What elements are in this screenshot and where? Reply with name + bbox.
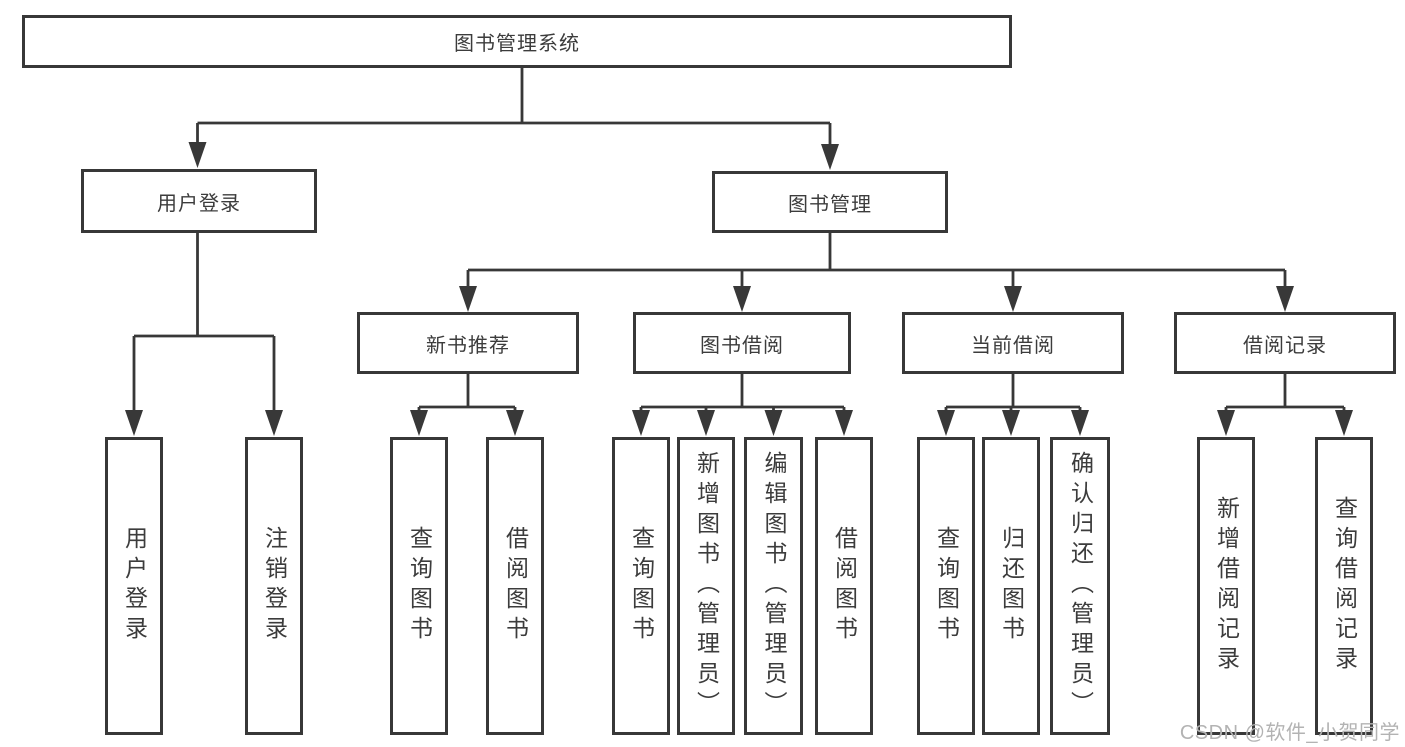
node-root: 图书管理系统 — [22, 15, 1012, 68]
leaf-query-books-current: 查询图书 — [917, 437, 975, 735]
leaf-label: 查询借阅记录 — [1331, 496, 1358, 676]
node-user-login: 用户登录 — [81, 169, 317, 233]
arrow-down-icon — [937, 410, 955, 436]
leaf-confirm-return-admin: 确认归还（管理员） — [1050, 437, 1110, 735]
arrow-down-icon — [410, 410, 428, 436]
arrow-down-icon — [1217, 410, 1235, 436]
leaf-label: 查询图书 — [406, 526, 433, 646]
arrow-down-icon — [125, 410, 143, 436]
leaf-label: 归还图书 — [998, 526, 1025, 646]
arrow-down-icon — [265, 410, 283, 436]
leaf-return-book: 归还图书 — [982, 437, 1040, 735]
arrow-down-icon — [506, 410, 524, 436]
leaf-edit-book-admin: 编辑图书（管理员） — [744, 437, 803, 735]
leaf-query-borrow-record: 查询借阅记录 — [1315, 437, 1373, 735]
leaf-label: 借阅图书 — [502, 526, 529, 646]
leaf-borrow-books-recommend: 借阅图书 — [486, 437, 544, 735]
node-borrow-records: 借阅记录 — [1174, 312, 1396, 374]
node-current-borrow: 当前借阅 — [902, 312, 1124, 374]
arrow-down-icon — [733, 286, 751, 312]
arrow-down-icon — [821, 144, 839, 170]
leaf-query-books-borrow: 查询图书 — [612, 437, 670, 735]
arrow-down-icon — [188, 142, 207, 168]
leaf-borrow-books: 借阅图书 — [815, 437, 873, 735]
arrow-down-icon — [1004, 286, 1022, 312]
arrow-down-icon — [459, 286, 477, 312]
node-book-borrow: 图书借阅 — [633, 312, 851, 374]
leaf-add-borrow-record: 新增借阅记录 — [1197, 437, 1255, 735]
arrow-down-icon — [1276, 286, 1294, 312]
arrow-down-icon — [1002, 410, 1020, 436]
leaf-label: 新增借阅记录 — [1213, 496, 1240, 676]
leaf-label: 借阅图书 — [831, 526, 858, 646]
arrow-down-icon — [1335, 410, 1353, 436]
arrow-down-icon — [632, 410, 650, 436]
arrow-down-icon — [697, 410, 715, 436]
leaf-query-books-recommend: 查询图书 — [390, 437, 448, 735]
leaf-label: 编辑图书（管理员） — [761, 451, 787, 721]
arrow-down-icon — [764, 410, 783, 436]
arrow-down-icon — [835, 410, 853, 436]
node-new-book-recommend: 新书推荐 — [357, 312, 579, 374]
watermark: CSDN @软件_小贺同学 — [1179, 722, 1400, 744]
leaf-add-book-admin: 新增图书（管理员） — [677, 437, 735, 735]
leaf-label: 新增图书（管理员） — [693, 451, 720, 721]
leaf-label: 确认归还（管理员） — [1067, 451, 1094, 721]
node-book-management: 图书管理 — [712, 171, 948, 233]
leaf-user-login: 用户登录 — [105, 437, 163, 735]
arrow-down-icon — [1071, 410, 1089, 436]
leaf-label: 注销登录 — [261, 526, 288, 646]
leaf-label: 查询图书 — [933, 526, 960, 646]
leaf-label: 用户登录 — [121, 526, 148, 646]
leaf-label: 查询图书 — [628, 526, 655, 646]
leaf-logout: 注销登录 — [245, 437, 303, 735]
